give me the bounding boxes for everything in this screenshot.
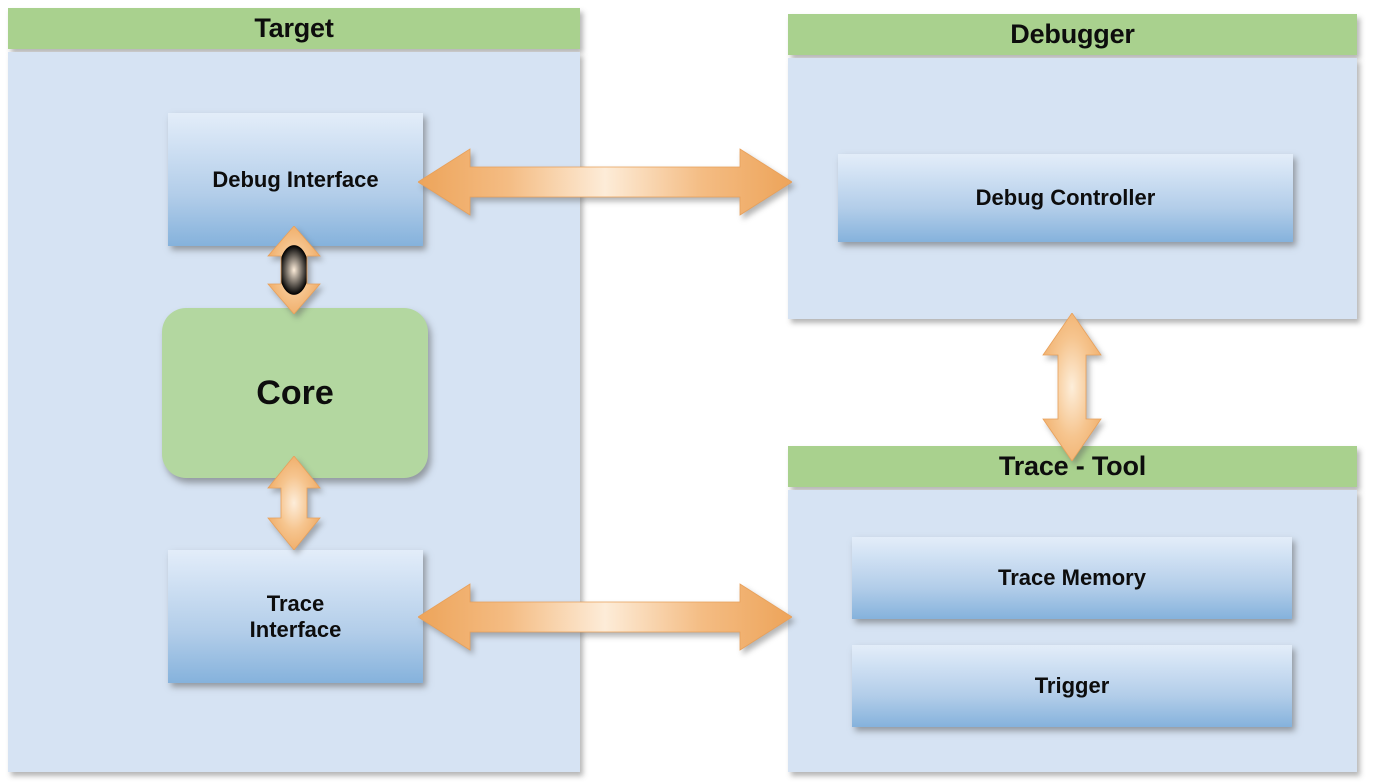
- panel-debugger-header: Debugger: [788, 14, 1357, 55]
- panel-debugger-title: Debugger: [1010, 19, 1135, 49]
- panel-debugger: Debugger Debug Controller: [788, 14, 1357, 319]
- arrow-core-to-trace-interface: [266, 456, 322, 550]
- block-trigger-label: Trigger: [1034, 673, 1110, 699]
- arrow-trace-interface-to-trace-tool: [418, 578, 792, 656]
- block-trace-memory-label: Trace Memory: [998, 565, 1146, 591]
- panel-debugger-body: Debug Controller: [788, 58, 1357, 319]
- block-trace-interface-label: Trace Interface: [249, 590, 342, 642]
- arrow-debug-interface-to-core: [266, 226, 322, 314]
- block-debug-controller-label: Debug Controller: [975, 185, 1156, 211]
- block-trace-interface[interactable]: Trace Interface: [168, 550, 423, 683]
- panel-trace-tool: Trace - Tool Trace Memory Trigger: [788, 446, 1357, 772]
- block-debug-interface[interactable]: Debug Interface: [168, 113, 423, 246]
- block-core[interactable]: Core: [162, 308, 428, 478]
- panel-target: Target Debug Interface Core Trace Interf…: [8, 8, 580, 772]
- panel-target-title: Target: [254, 13, 334, 43]
- arrow-debug-interface-to-debug-controller: [418, 143, 792, 221]
- block-debug-interface-label: Debug Interface: [212, 166, 379, 192]
- panel-trace-tool-body: Trace Memory Trigger: [788, 490, 1357, 772]
- arrow-debugger-to-trace-tool: [1040, 313, 1104, 461]
- block-trace-memory[interactable]: Trace Memory: [852, 537, 1292, 619]
- block-trigger[interactable]: Trigger: [852, 645, 1292, 727]
- block-core-label: Core: [256, 373, 334, 412]
- block-debug-controller[interactable]: Debug Controller: [838, 154, 1293, 242]
- panel-target-header: Target: [8, 8, 580, 49]
